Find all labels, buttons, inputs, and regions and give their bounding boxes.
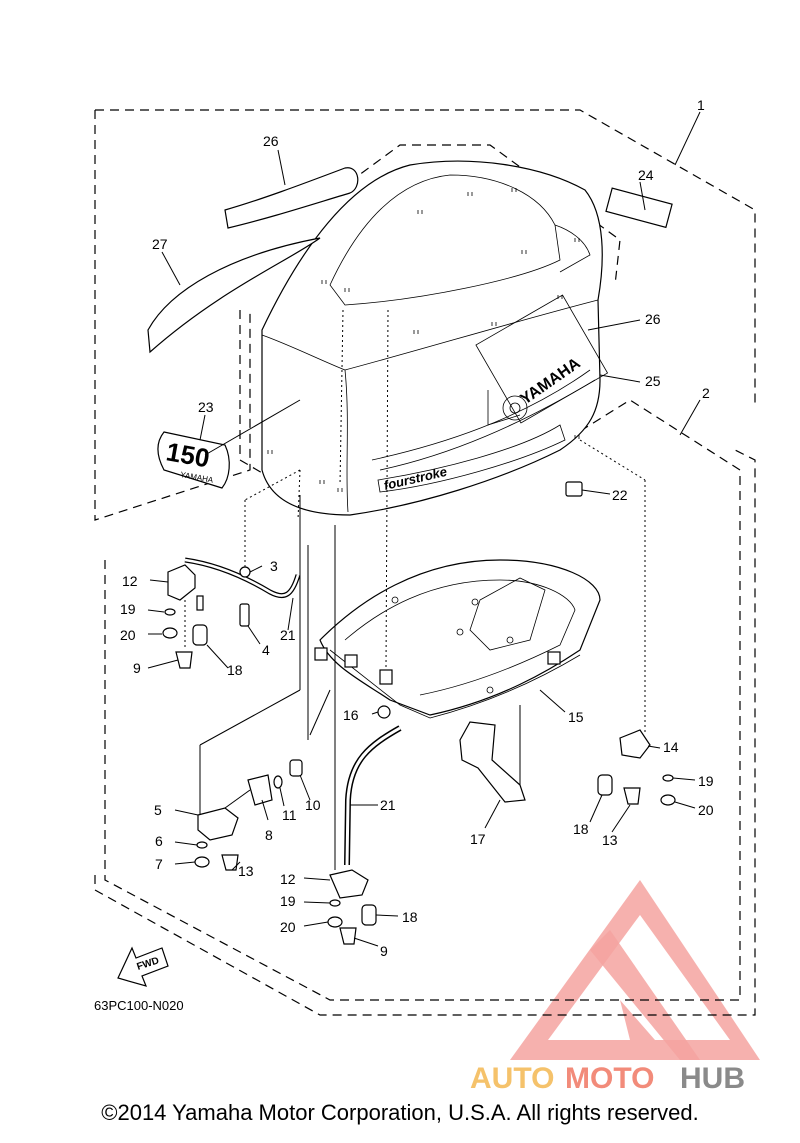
lock-bracket-upper-left	[167, 564, 196, 601]
copyright-notice: ©2014 Yamaha Motor Corporation, U.S.A. A…	[101, 1100, 699, 1125]
callout-16: 16	[343, 707, 359, 723]
callout-23: 23	[198, 399, 214, 415]
lock-bracket-5	[197, 807, 239, 841]
callout-18-lower: 18	[402, 909, 418, 925]
damper-13-a	[221, 854, 239, 871]
collar-18-c	[361, 904, 377, 926]
callout-19-right: 19	[698, 773, 714, 789]
callout-13-left: 13	[238, 863, 254, 879]
callout-14: 14	[663, 739, 679, 755]
callout-20-upper: 20	[120, 627, 136, 643]
callout-6: 6	[155, 833, 163, 849]
callout-18-upper: 18	[227, 662, 243, 678]
callout-25: 25	[645, 373, 661, 389]
callout-13-right: 13	[602, 832, 618, 848]
washer-11	[273, 775, 283, 789]
watermark-word-hub: HUB	[680, 1062, 745, 1095]
hook-8	[247, 774, 273, 806]
callout-21-lower: 21	[380, 797, 396, 813]
callout-labels: 1 2 3 4 5 6 7 8 9 9 10 11 12 12 13 13 14…	[120, 97, 714, 959]
callout-24: 24	[638, 167, 654, 183]
damper-13-b	[623, 787, 641, 805]
screw-upper-left	[196, 595, 204, 611]
grommet-22	[565, 481, 583, 497]
side-decal-strip	[147, 237, 321, 354]
fwd-arrow-icon: FWD	[117, 946, 169, 987]
callout-9-lower: 9	[380, 943, 388, 959]
bolt-4	[239, 603, 250, 627]
bolt-10	[289, 759, 303, 777]
callout-20-right: 20	[698, 802, 714, 818]
callout-19-upper: 19	[120, 601, 136, 617]
callout-1: 1	[697, 97, 705, 113]
lock-bracket-12-b	[329, 869, 369, 899]
nut-7	[194, 856, 210, 868]
washer-19-b	[662, 774, 674, 782]
diagram-code: 63PC100-N020	[94, 998, 184, 1013]
watermark-word-auto: AUTO	[470, 1062, 554, 1095]
callout-10: 10	[305, 797, 321, 813]
alignment-lines	[184, 309, 646, 735]
callout-18-right: 18	[573, 821, 589, 837]
callout-21-upper: 21	[280, 627, 296, 643]
callout-26-upper: 26	[263, 133, 279, 149]
callout-15: 15	[568, 709, 584, 725]
leader-lines	[147, 111, 701, 947]
callout-4: 4	[262, 642, 270, 658]
collar-18-b	[597, 774, 613, 796]
rear-decal	[605, 187, 673, 229]
top-decal-strip	[224, 167, 359, 229]
damper-9-a	[175, 651, 193, 669]
assembly-outline-2	[94, 399, 756, 1016]
nut-20-c	[327, 916, 343, 928]
model-badge-number: 150	[164, 436, 212, 473]
watermark-word-moto: MOTO	[565, 1062, 654, 1095]
washer-6	[196, 841, 208, 849]
callout-12-lower: 12	[280, 871, 296, 887]
cowling-tray	[314, 559, 601, 719]
callout-19-lower: 19	[280, 893, 296, 909]
watermark-logo: AUTO MOTO HUB	[470, 880, 760, 1095]
callout-5: 5	[154, 802, 162, 818]
callout-2: 2	[702, 385, 710, 401]
callout-20-lower: 20	[280, 919, 296, 935]
callout-26-right: 26	[645, 311, 661, 327]
collar-18-a	[192, 624, 208, 646]
callout-8: 8	[265, 827, 273, 843]
bracket-17	[459, 721, 526, 803]
callout-7: 7	[155, 856, 163, 872]
callout-27: 27	[152, 236, 168, 252]
top-cowling: YAMAHA fourstroke	[261, 160, 609, 516]
lock-bracket-14	[619, 729, 651, 759]
nut-20-a	[162, 627, 178, 639]
hose-upper-inner	[184, 558, 300, 597]
callout-11: 11	[282, 807, 297, 823]
assembly-lines	[199, 495, 521, 870]
model-badge: 150 YAMAHA	[157, 431, 230, 489]
washer-19-c	[329, 899, 341, 907]
callout-9-upper: 9	[133, 660, 141, 676]
callout-17: 17	[470, 831, 486, 847]
nut-20-b	[660, 794, 676, 806]
damper-9-b	[339, 927, 357, 945]
callout-12-upper: 12	[122, 573, 138, 589]
clip-3	[239, 566, 251, 578]
assembly-outline-1	[94, 109, 756, 521]
grommet-16	[377, 705, 391, 719]
hose-lower-inner	[345, 726, 401, 866]
washer-19-a	[164, 608, 176, 616]
callout-3: 3	[270, 558, 278, 574]
callout-22: 22	[612, 487, 628, 503]
